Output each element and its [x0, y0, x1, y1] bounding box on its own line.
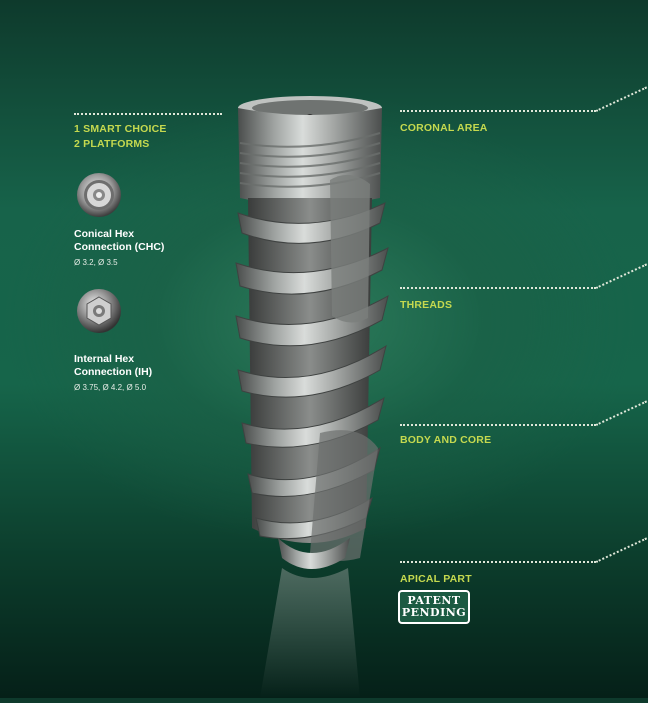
- body-leader-line: [400, 424, 596, 426]
- patent-pending-badge: PATENT PENDING: [398, 590, 470, 624]
- apical-leader-diagonal: [595, 537, 648, 563]
- patent-badge-line-2: PENDING: [401, 606, 467, 619]
- body-and-core-label: BODY AND CORE: [400, 434, 492, 446]
- left-leader-line: [74, 113, 222, 115]
- dental-implant-illustration: [200, 88, 420, 703]
- chc-title: Conical Hex Connection (CHC): [74, 228, 164, 254]
- ih-title: Internal Hex Connection (IH): [74, 353, 152, 379]
- apical-part-label: APICAL PART: [400, 573, 472, 585]
- internal-hex-connector-icon: [76, 288, 122, 334]
- threads-leader-diagonal: [595, 263, 648, 289]
- coronal-leader-diagonal: [595, 86, 648, 112]
- apical-leader-line: [400, 561, 596, 563]
- intro-line-1: 1 SMART CHOICE: [74, 123, 167, 135]
- ih-title-line-2: Connection (IH): [74, 366, 153, 378]
- conical-hex-connector-icon: [76, 172, 122, 218]
- patent-badge-line-1: PATENT: [407, 594, 461, 607]
- intro-heading: 1 SMART CHOICE 2 PLATFORMS: [74, 122, 167, 152]
- body-leader-diagonal: [595, 400, 648, 426]
- ih-title-line-1: Internal Hex: [74, 353, 135, 365]
- threads-label: THREADS: [400, 299, 453, 311]
- chc-title-line-2: Connection (CHC): [74, 241, 165, 253]
- coronal-area-label: CORONAL AREA: [400, 122, 488, 134]
- chc-sizes: Ø 3.2, Ø 3.5: [74, 258, 118, 267]
- coronal-leader-line: [400, 110, 596, 112]
- threads-leader-line: [400, 287, 596, 289]
- intro-line-2: 2 PLATFORMS: [74, 138, 150, 150]
- ih-sizes: Ø 3.75, Ø 4.2, Ø 5.0: [74, 383, 147, 392]
- chc-title-line-1: Conical Hex: [74, 228, 135, 240]
